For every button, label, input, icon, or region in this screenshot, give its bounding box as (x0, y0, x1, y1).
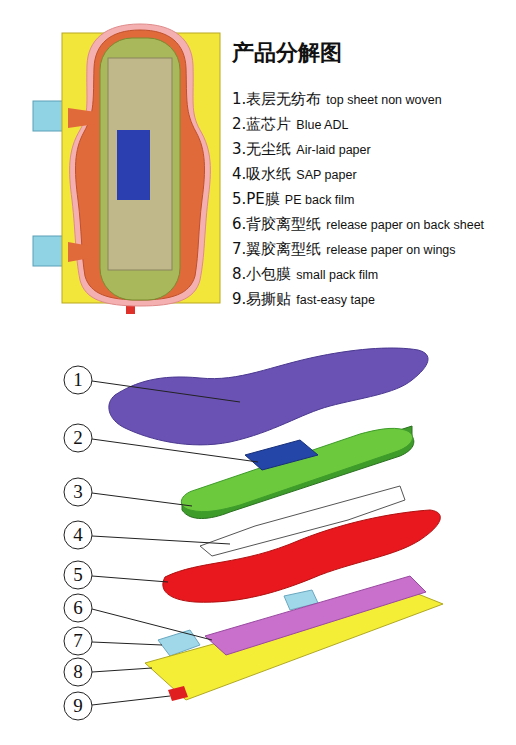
legend-row: 8.小包膜 small pack film (232, 265, 378, 284)
part-name-cn: 8.小包膜 (232, 265, 291, 284)
part-name-cn: 2.蓝芯片 (232, 115, 291, 134)
legend-row: 1.表层无纺布 top sheet non woven (232, 90, 442, 109)
legend-row: 5.PE膜 PE back film (232, 190, 354, 209)
part-name-cn: 1.表层无纺布 (232, 90, 321, 109)
callout-number: 1 (64, 366, 92, 394)
part-name-en: top sheet non woven (326, 93, 441, 107)
callout-number: 2 (64, 424, 92, 452)
callout-number: 6 (64, 594, 92, 622)
legend-row: 9.易撕贴 fast-easy tape (232, 290, 375, 309)
part-name-en: small pack film (296, 268, 378, 282)
part-name-cn: 3.无尘纸 (232, 140, 291, 159)
part-name-en: release paper on wings (326, 243, 455, 257)
part-name-cn: 5.PE膜 (232, 190, 280, 209)
callouts (64, 366, 258, 720)
legend-row: 4.吸水纸 SAP paper (232, 165, 357, 184)
callout-number: 3 (64, 478, 92, 506)
part-name-cn: 7.翼胶离型纸 (232, 240, 321, 259)
part-name-en: Blue ADL (296, 118, 348, 132)
part-name-en: Air-laid paper (296, 143, 370, 157)
exploded-view (109, 348, 443, 701)
legend-row: 7.翼胶离型纸 release paper on wings (232, 240, 456, 259)
callout-number: 4 (64, 521, 92, 549)
callout-number: 7 (64, 627, 92, 655)
diagram-title: 产品分解图 (232, 38, 342, 68)
part-name-en: SAP paper (296, 168, 356, 182)
legend-row: 6.背胶离型纸 release paper on back sheet (232, 215, 484, 234)
legend-row: 2.蓝芯片 Blue ADL (232, 115, 348, 134)
part-name-cn: 6.背胶离型纸 (232, 215, 321, 234)
part-name-cn: 9.易撕贴 (232, 290, 291, 309)
callout-number: 8 (64, 658, 92, 686)
pad-top-view (33, 24, 220, 314)
part-name-en: release paper on back sheet (326, 218, 484, 232)
part-name-en: fast-easy tape (296, 293, 375, 307)
callout-number: 9 (64, 692, 92, 720)
legend-row: 3.无尘纸 Air-laid paper (232, 140, 371, 159)
part-name-cn: 4.吸水纸 (232, 165, 291, 184)
part-name-en: PE back film (285, 193, 354, 207)
callout-number: 5 (64, 561, 92, 589)
